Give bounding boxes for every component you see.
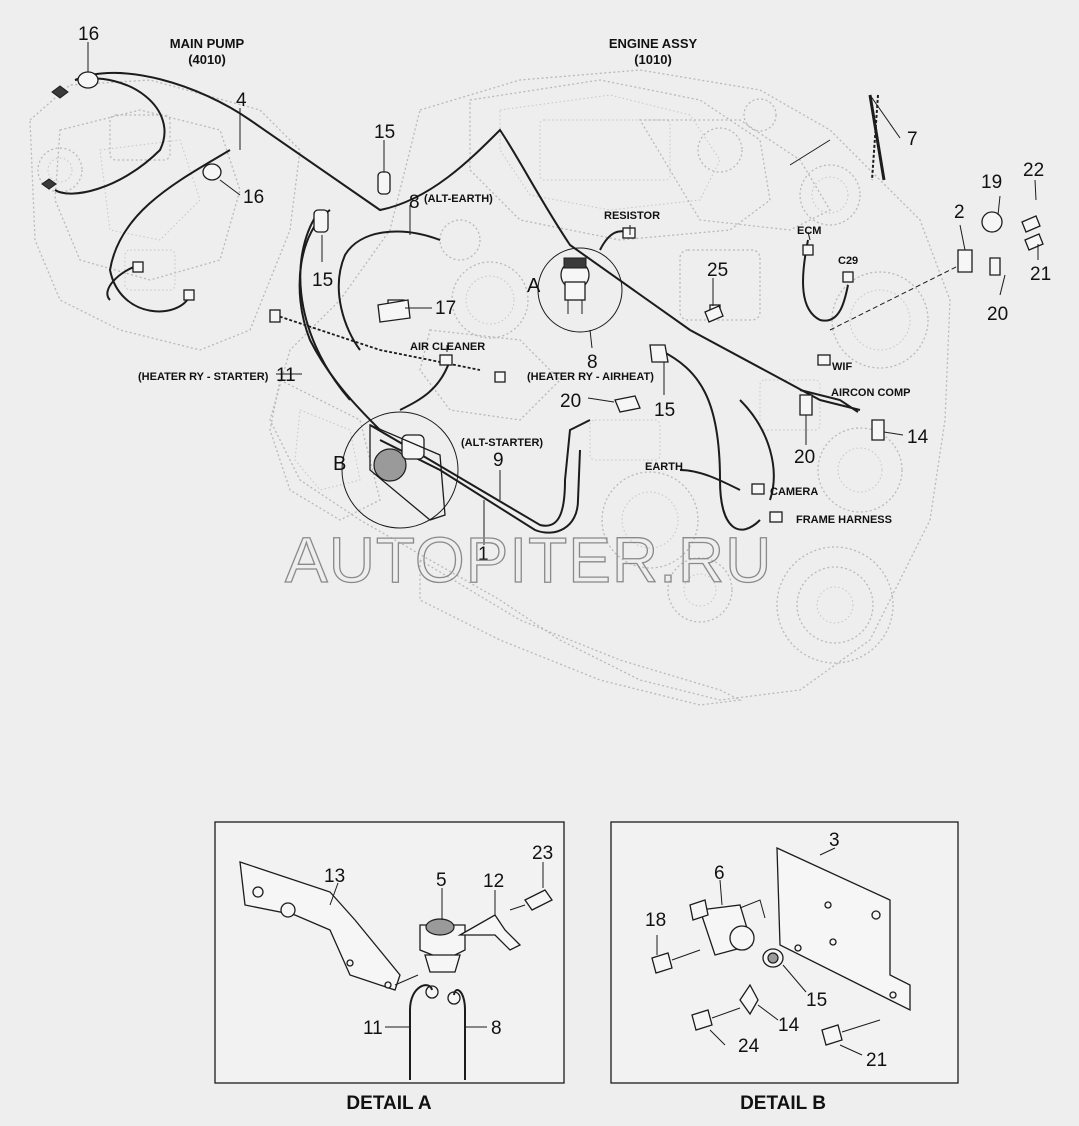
part-number: 5 (436, 870, 447, 891)
label-c29: C29 (838, 255, 858, 267)
part-number: 19 (981, 172, 1002, 193)
label-heater-starter: (HEATER RY - STARTER) (138, 371, 269, 383)
part-number: 13 (324, 866, 345, 887)
part-number: 9 (493, 450, 504, 471)
detail-a-marker: A (527, 275, 541, 297)
part-number: 3 (829, 830, 840, 851)
label-alt-starter: (ALT-STARTER) (461, 437, 543, 449)
label-resistor: RESISTOR (604, 210, 660, 222)
label-frame-harness: FRAME HARNESS (796, 514, 892, 526)
main-pump-title: MAIN PUMP (170, 36, 245, 51)
part-number: 4 (236, 90, 247, 111)
label-camera: CAMERA (770, 486, 818, 498)
part-number: 11 (276, 365, 296, 386)
part-number: 15 (374, 122, 395, 143)
part-numbers: 16 4 15 16 8 15 17 7 19 22 2 25 21 20 11… (78, 24, 1051, 565)
part-number: 20 (987, 304, 1008, 325)
part-number: 23 (532, 843, 553, 864)
part-number: 20 (794, 447, 815, 468)
part-number: 21 (1030, 264, 1051, 285)
watermark: AUTOPITER.RU (285, 524, 772, 596)
part-number: 17 (435, 298, 456, 319)
engine-outline (29, 69, 951, 706)
part-number: 20 (560, 391, 581, 412)
detail-b-circle (341, 411, 459, 529)
part-number: 18 (645, 910, 666, 931)
label-alt-earth: (ALT-EARTH) (424, 193, 493, 205)
detail-a-panel: 13 5 12 23 11 8 (214, 821, 565, 1084)
detail-a-caption: DETAIL A (346, 1093, 431, 1114)
label-earth: EARTH (645, 461, 683, 473)
part-number: 14 (907, 427, 929, 448)
part-number: 15 (312, 270, 333, 291)
part-number: 15 (654, 400, 675, 421)
part-number: 11 (363, 1018, 383, 1039)
label-ecm: ECM (797, 225, 821, 237)
detail-a-circle (537, 247, 623, 333)
engine-assy-title: ENGINE ASSY (609, 36, 698, 51)
harness (54, 71, 961, 534)
label-aircon-comp: AIRCON COMP (831, 387, 910, 399)
label-heater-airheat: (HEATER RY - AIRHEAT) (527, 371, 654, 383)
part-number: 16 (243, 187, 264, 208)
detail-b-caption: DETAIL B (740, 1093, 826, 1114)
part-number: 22 (1023, 160, 1044, 181)
part-number: 15 (806, 990, 827, 1011)
detail-b-panel: 3 6 18 15 14 24 21 (610, 821, 959, 1084)
detail-b-marker: B (333, 453, 346, 475)
leader-lines (87, 42, 1039, 545)
part-number: 24 (738, 1036, 760, 1057)
part-number: 21 (866, 1050, 887, 1071)
part-number: 2 (954, 202, 965, 223)
main-parts (41, 71, 1044, 523)
part-number: 16 (78, 24, 99, 45)
part-number: 7 (907, 129, 918, 150)
engine-assy-code: (1010) (634, 52, 672, 67)
part-number: 25 (707, 260, 728, 281)
part-number: 6 (714, 863, 725, 884)
part-number: 8 (491, 1018, 502, 1039)
part-number: 8 (409, 192, 420, 213)
main-pump-code: (4010) (188, 52, 226, 67)
label-air-cleaner: AIR CLEANER (410, 341, 485, 353)
part-number: 1 (478, 544, 489, 565)
part-number: 12 (483, 871, 504, 892)
part-number: 14 (778, 1015, 800, 1036)
label-wif: WIF (832, 361, 852, 373)
part-number: 8 (587, 352, 598, 373)
